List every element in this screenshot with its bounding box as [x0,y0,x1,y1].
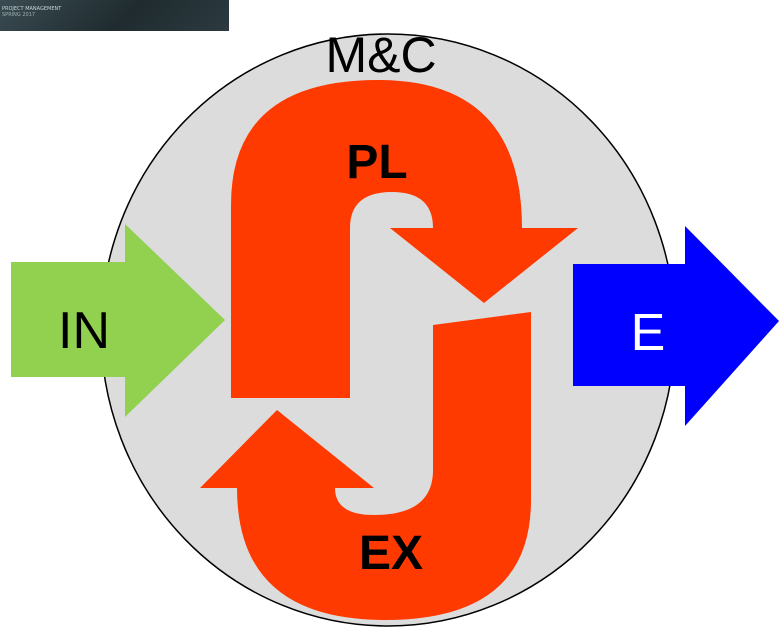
thumbnail-image: PROJECT MANAGEMENT SPRING 2017 [0,0,229,31]
input-arrow [11,224,225,417]
planning-loop-arrow [231,80,578,398]
executing-label: EX [359,527,423,580]
planning-label: PL [346,136,407,189]
executing-loop-arrow [200,312,531,620]
exit-arrow [573,226,779,426]
input-label: IN [58,302,110,360]
exit-label: E [631,304,666,362]
thumbnail-title: PROJECT MANAGEMENT [2,6,62,12]
thumbnail-subtitle: SPRING 2017 [2,12,36,18]
center-label: M&C [325,27,436,83]
